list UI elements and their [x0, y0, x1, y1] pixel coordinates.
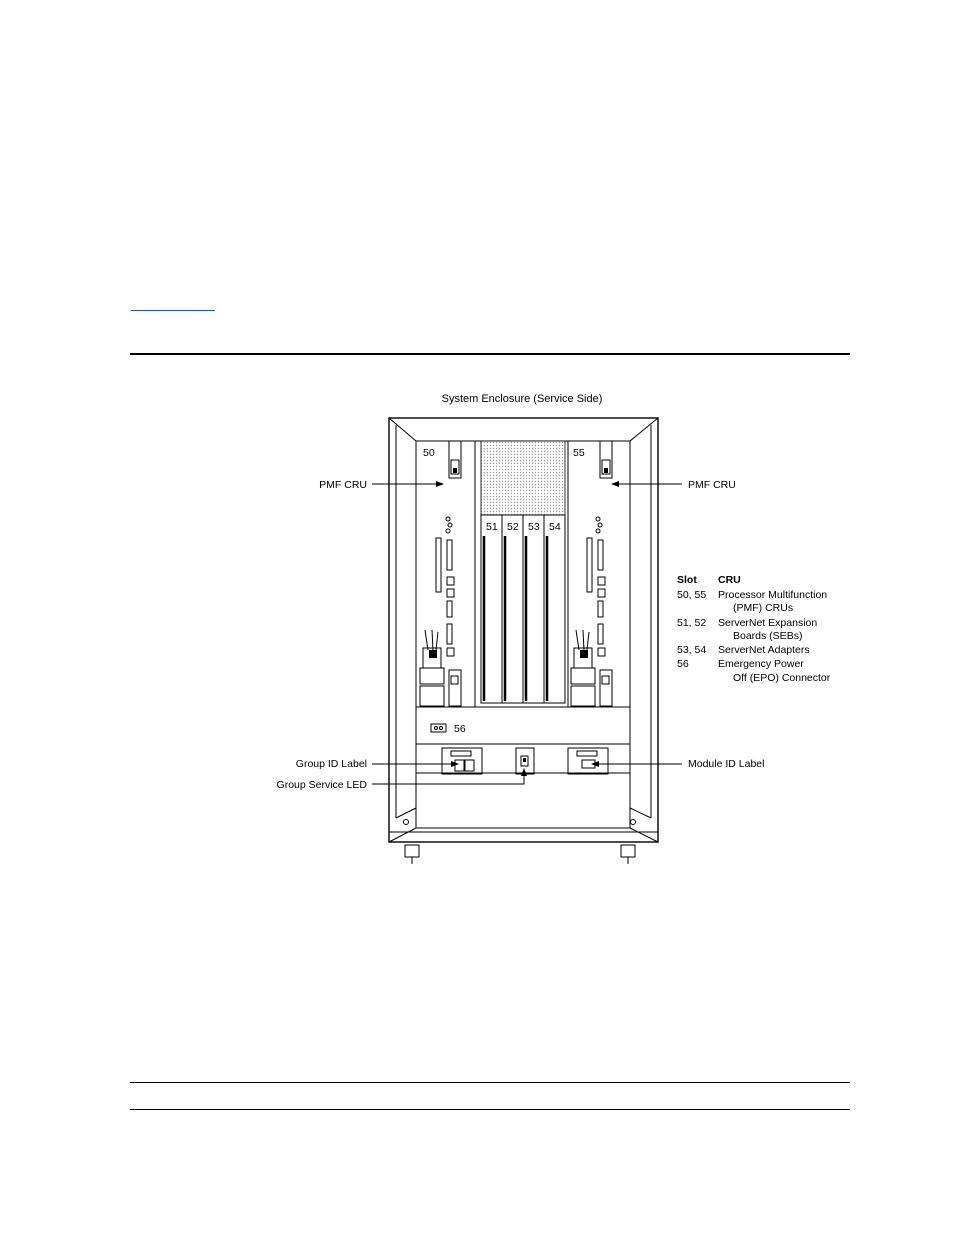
legend-desc-line2: Off (EPO) Connector — [733, 672, 831, 684]
legend-desc-line1: Processor Multifunction — [718, 589, 827, 601]
epo-connector — [431, 724, 446, 732]
legend-desc-line1: ServerNet Adapters — [718, 644, 810, 656]
callout-group-service-led: Group Service LED — [277, 779, 368, 791]
callout-pmf-left: PMF CRU — [319, 479, 367, 491]
slot-55-label: 55 — [573, 447, 585, 459]
slot-legend: Slot CRU 50, 55 Processor Multifunction … — [677, 574, 831, 684]
blank-panel — [481, 441, 565, 515]
pmf-cru-left — [420, 441, 461, 706]
serverNet-boards — [481, 515, 565, 703]
callout-module-id-label: Module ID Label — [688, 758, 764, 770]
legend-slot: 50, 55 — [677, 589, 706, 601]
slot-53-label: 53 — [528, 521, 540, 533]
slot-54-label: 54 — [549, 521, 561, 533]
label-plates — [442, 748, 608, 774]
legend-header-slot: Slot — [677, 574, 697, 586]
slot-50-label: 50 — [423, 447, 435, 459]
callout-group-id-label: Group ID Label — [296, 758, 367, 770]
slot-52-label: 52 — [507, 521, 519, 533]
legend-desc-line2: Boards (SEBs) — [733, 630, 802, 642]
pmf-cru-right — [571, 441, 612, 706]
figure-title: System Enclosure (Service Side) — [442, 393, 603, 405]
slot-51-label: 51 — [486, 521, 498, 533]
slot-56-label: 56 — [454, 723, 466, 735]
legend-desc-line2: (PMF) CRUs — [733, 602, 793, 614]
legend-desc-line1: ServerNet Expansion — [718, 617, 817, 629]
legend-slot: 53, 54 — [677, 644, 706, 656]
legend-slot: 51, 52 — [677, 617, 706, 629]
legend-slot: 56 — [677, 658, 689, 670]
callout-pmf-right: PMF CRU — [688, 479, 736, 491]
legend-desc-line1: Emergency Power — [718, 658, 804, 670]
legend-header-cru: CRU — [718, 574, 741, 586]
